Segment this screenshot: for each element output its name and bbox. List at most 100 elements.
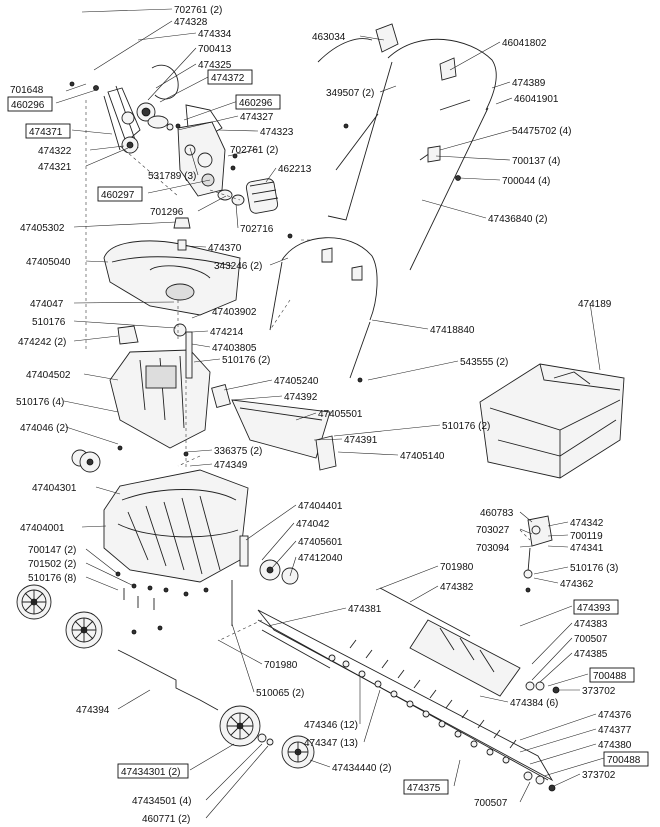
part-label: 46041901 (514, 94, 559, 105)
front-wheel-right (65, 611, 103, 649)
part-label: 373702 (582, 770, 616, 781)
part-label: 703027 (476, 525, 510, 536)
part-label: 47434440 (2) (332, 763, 392, 774)
part-label: 703094 (476, 543, 510, 554)
part-label: 463034 (312, 32, 346, 43)
part-label: 474341 (570, 543, 604, 554)
part-label: 349507 (2) (326, 88, 374, 99)
rear-axle (117, 649, 219, 711)
fasteners (69, 81, 531, 635)
part-label: 474371 (29, 127, 63, 138)
small-wheel-top-left (71, 449, 101, 473)
part-label: 47405501 (318, 409, 363, 420)
part-label: 474323 (260, 127, 294, 138)
label-box-700488-b (603, 751, 649, 767)
part-label: 474322 (38, 146, 72, 157)
part-label: 700488 (593, 671, 627, 682)
part-label: 474346 (12) (304, 720, 358, 731)
height-adjust-bracket (523, 515, 553, 579)
part-label: 47403805 (212, 343, 257, 354)
part-labels: 702761 (2) 474328 474334 700413 474325 4… (7, 5, 649, 825)
part-label: 474334 (198, 29, 232, 40)
label-box-474375 (403, 779, 449, 795)
part-label: 460296 (239, 98, 273, 109)
part-label: 474385 (574, 649, 608, 660)
part-label: 474242 (2) (18, 337, 66, 348)
rear-flap (211, 383, 337, 471)
part-label: 474393 (577, 603, 611, 614)
part-label: 474370 (208, 243, 242, 254)
part-label: 373702 (582, 686, 616, 697)
part-label: 701502 (2) (28, 559, 76, 570)
part-label: 47434501 (4) (132, 796, 192, 807)
part-label: 700044 (4) (502, 176, 550, 187)
part-label: 474321 (38, 162, 72, 173)
part-label: 702761 (2) (230, 145, 278, 156)
part-label: 700507 (474, 798, 508, 809)
part-label: 474384 (6) (510, 698, 558, 709)
part-label: 474046 (2) (20, 423, 68, 434)
part-label: 510176 (3) (570, 563, 618, 574)
part-label: 700413 (198, 44, 232, 55)
part-label: 460783 (480, 508, 514, 519)
part-label: 474342 (570, 518, 604, 529)
part-label: 700119 (570, 531, 603, 542)
part-label: 47405302 (20, 223, 65, 234)
part-label: 701648 (10, 85, 44, 96)
rotor-shaft (257, 587, 560, 792)
part-label: 474381 (348, 604, 382, 615)
part-label: 343246 (2) (214, 261, 262, 272)
deck (103, 469, 249, 583)
handle-assembly (269, 23, 497, 379)
part-label: 543555 (2) (460, 357, 508, 368)
part-label: 47434301 (2) (121, 767, 181, 778)
part-label: 474349 (214, 460, 248, 471)
part-label: 700137 (4) (512, 156, 560, 167)
part-label: 474383 (574, 619, 608, 630)
label-box-460297 (97, 186, 143, 202)
front-wheel-left (16, 584, 52, 620)
part-label: 474214 (210, 327, 244, 338)
grass-collector (479, 363, 625, 479)
part-label: 474189 (578, 299, 612, 310)
part-label: 474377 (598, 725, 632, 736)
label-box-474371 (25, 123, 71, 139)
part-label: 700147 (2) (28, 545, 76, 556)
leader-lines (55, 8, 605, 819)
part-label: 531789 (3) (148, 171, 196, 182)
part-label: 460771 (2) (142, 814, 190, 825)
part-label: 47405040 (26, 257, 71, 268)
rear-wheel-left (219, 705, 261, 747)
part-label: 700488 (607, 755, 641, 766)
part-label: 336375 (2) (214, 446, 262, 457)
part-label: 474391 (344, 435, 378, 446)
part-label: 47405140 (400, 451, 445, 462)
label-box-474372 (207, 69, 253, 85)
part-label: 702716 (240, 224, 274, 235)
part-label: 474042 (296, 519, 330, 530)
part-label: 474376 (598, 710, 632, 721)
part-label: 474372 (211, 73, 245, 84)
motor-housing (109, 323, 211, 449)
part-label: 510065 (2) (256, 688, 304, 699)
part-label: 510176 (4) (16, 397, 64, 408)
part-label: 510176 (8) (28, 573, 76, 584)
rear-wheel-right (281, 735, 315, 769)
part-label: 474392 (284, 392, 318, 403)
part-label: 701980 (440, 562, 474, 573)
part-label: 47412040 (298, 553, 343, 564)
label-box-460296-b (235, 94, 281, 110)
illustration (16, 8, 625, 819)
drive-pulley-assembly (103, 64, 279, 214)
part-label: 460296 (11, 100, 45, 111)
part-label: 510176 (2) (222, 355, 270, 366)
part-label: 702761 (2) (174, 5, 222, 16)
part-label: 47405240 (274, 376, 319, 387)
part-label: 462213 (278, 164, 312, 175)
part-label: 474394 (76, 705, 110, 716)
small-wheel-right (259, 559, 299, 585)
part-label: 46041802 (502, 38, 547, 49)
part-label: 474328 (174, 17, 208, 28)
label-box-474393 (573, 599, 619, 615)
label-box-700488-a (589, 667, 635, 683)
